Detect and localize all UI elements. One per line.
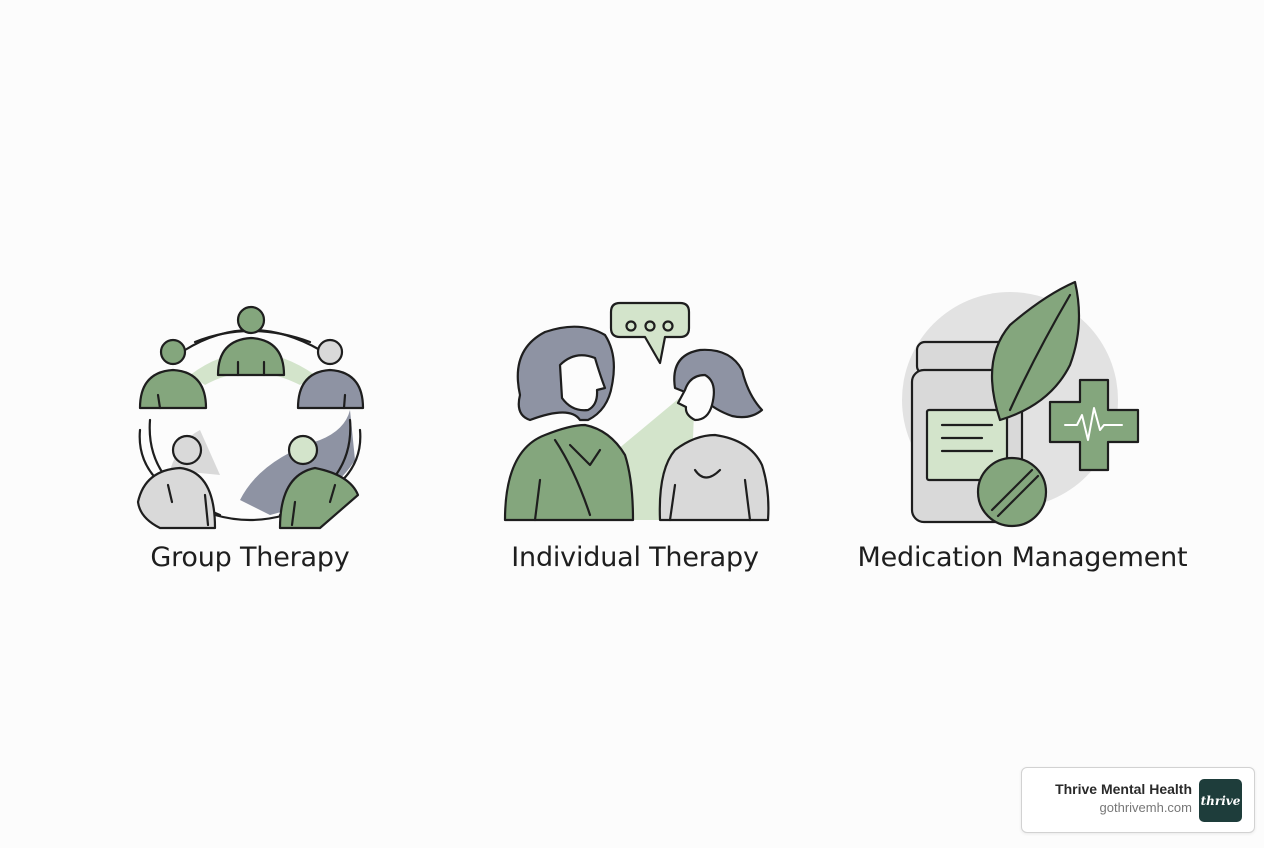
thrive-logo-icon: thrive	[1199, 779, 1242, 822]
service-group-therapy: Group Therapy	[120, 270, 380, 573]
brand-url[interactable]: gothrivemh.com	[1099, 800, 1192, 815]
medication-management-label: Medication Management	[857, 542, 1188, 573]
medication-management-icon	[902, 280, 1140, 528]
individual-therapy-icon	[503, 301, 770, 522]
group-therapy-label: Group Therapy	[150, 542, 350, 573]
individual-therapy-label: Individual Therapy	[511, 542, 759, 573]
service-medication-management: Medication Management	[857, 270, 1188, 573]
brand-text: Thrive Mental Health gothrivemh.com	[1055, 781, 1192, 815]
group-therapy-icon	[136, 305, 365, 530]
service-individual-therapy: Individual Therapy	[500, 270, 770, 573]
brand-name: Thrive Mental Health	[1055, 781, 1192, 797]
brand-card[interactable]: Thrive Mental Health gothrivemh.com thri…	[1021, 767, 1255, 833]
